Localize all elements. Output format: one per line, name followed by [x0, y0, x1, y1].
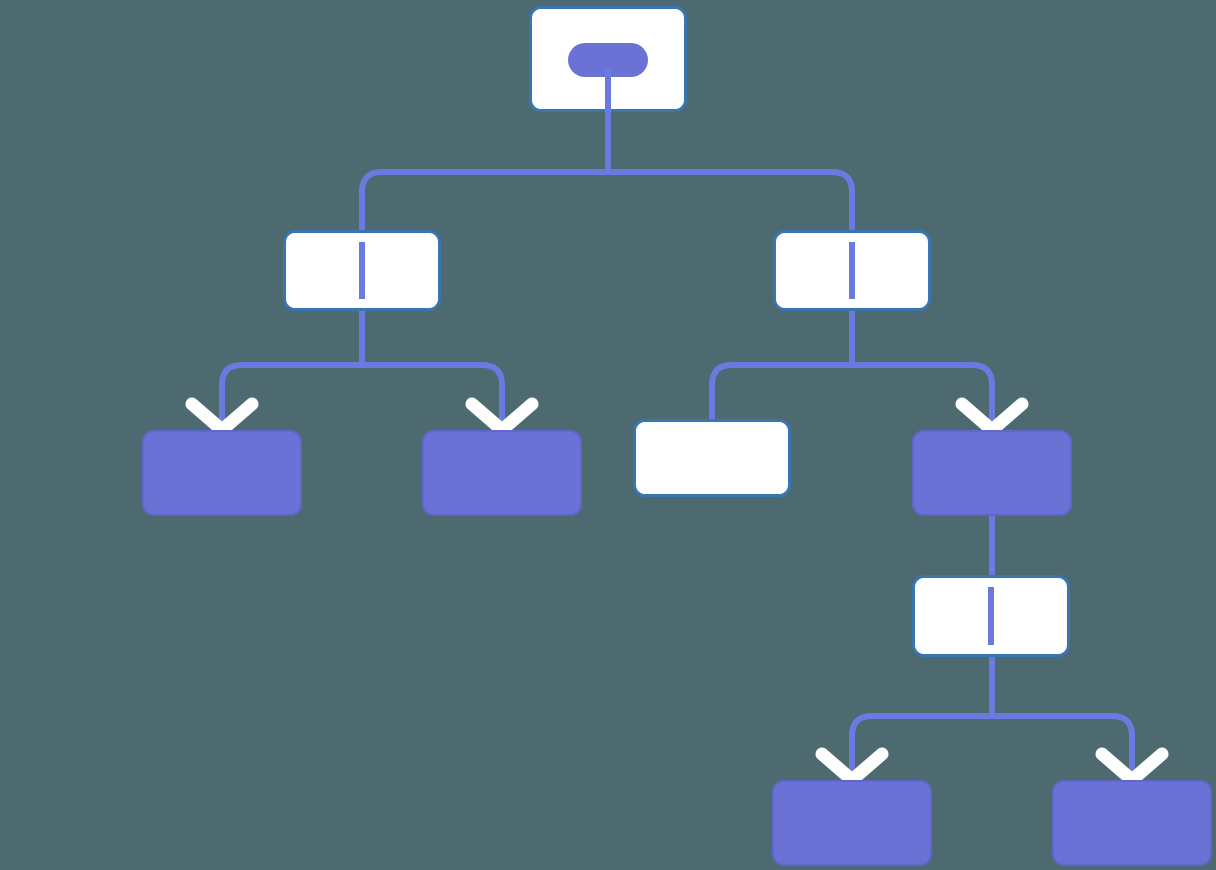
- edge-n1-to-n3: [605, 112, 855, 230]
- diagram-node-label: [424, 432, 580, 514]
- diagram-node-n9[interactable]: [772, 780, 932, 866]
- edge-n1-to-n2: [359, 112, 611, 230]
- diagram-node-label: [1054, 782, 1210, 864]
- diagram-node-label: [914, 432, 1070, 514]
- edge-n2-to-n4: [219, 311, 365, 440]
- node-connector-bar: [359, 242, 365, 299]
- diagram-node-n5[interactable]: [422, 430, 582, 516]
- diagram-node-n4[interactable]: [142, 430, 302, 516]
- diagram-node-n6[interactable]: [633, 419, 791, 497]
- edge-n3-to-n7: [849, 311, 995, 440]
- diagram-node-n7[interactable]: [912, 430, 1072, 516]
- node-connector-bar: [849, 242, 855, 299]
- edge-n3-to-n6: [709, 311, 855, 419]
- edge-n2-to-n5: [359, 311, 505, 440]
- edge-n8-to-n9: [849, 657, 995, 790]
- diagram-node-label: [774, 782, 930, 864]
- diagram-node-label: [636, 422, 788, 494]
- node-connector-bar: [605, 70, 611, 112]
- edge-n8-to-n10: [989, 657, 1135, 790]
- diagram-node-label: [144, 432, 300, 514]
- diagram-node-n10[interactable]: [1052, 780, 1212, 866]
- node-connector-bar: [988, 587, 994, 645]
